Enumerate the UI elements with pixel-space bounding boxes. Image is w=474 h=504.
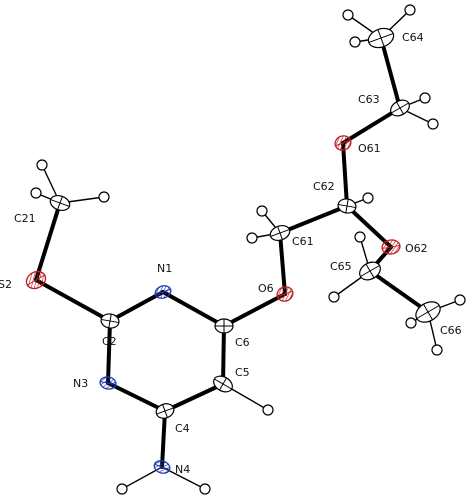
atom-c66 (415, 301, 441, 323)
label-c62: C62 (313, 180, 335, 193)
atom-c21 (49, 194, 71, 212)
label-c64: C64 (402, 31, 424, 44)
label-n1: N1 (157, 262, 172, 275)
atom-c5 (213, 375, 233, 393)
bond-c62-o62 (345, 204, 393, 249)
atom-c2 (100, 313, 120, 329)
label-s2: S2 (0, 278, 12, 291)
atom-c62 (337, 198, 357, 214)
hydrogen-atom (30, 187, 42, 199)
hydrogen-atom (362, 192, 374, 204)
hydrogen-atoms (30, 4, 466, 495)
label-c6: C6 (235, 336, 250, 349)
label-c61: C61 (292, 235, 314, 248)
bond-c4-n4 (160, 409, 167, 469)
label-o6: O6 (258, 282, 274, 295)
bond-c2-n1 (108, 290, 165, 323)
atom-c64 (367, 27, 395, 49)
atom-c65 (359, 261, 381, 281)
label-c2: C2 (102, 335, 117, 348)
atom-c61 (269, 224, 291, 242)
hydrogen-atom (98, 191, 110, 203)
hydrogen-atom (328, 291, 340, 303)
hydrogen-atom (354, 231, 366, 243)
bond-c61-c62 (278, 204, 349, 235)
label-c5: C5 (235, 366, 250, 379)
label-c21: C21 (14, 212, 36, 225)
bond-c6-o6 (222, 292, 287, 328)
label-c63: C63 (358, 93, 380, 106)
bond-c6-n1 (161, 290, 226, 328)
atom-s2 (25, 270, 47, 290)
hydrogen-atom (256, 205, 268, 217)
atom-o62 (381, 239, 401, 255)
label-o61: O61 (358, 142, 381, 155)
bond-o61-c63 (341, 106, 402, 145)
hydrogen-atom (405, 317, 417, 329)
label-n4: N4 (175, 463, 190, 476)
atom-n3 (99, 376, 117, 390)
bond-c4-c5 (163, 382, 225, 413)
atom-labels: S2 C21 N1 C2 N3 C4 N4 C5 C6 O6 C61 C62 O… (0, 31, 462, 476)
hydrogen-atom (262, 404, 274, 416)
bond-c2-n3 (106, 319, 112, 385)
hydrogen-atom (454, 294, 466, 306)
hydrogen-atom (419, 92, 431, 104)
atom-c4 (155, 403, 175, 419)
label-c4: C4 (175, 422, 190, 435)
atom-n1 (154, 285, 172, 299)
hydrogen-atom (427, 118, 439, 130)
bond-o6-c61 (278, 231, 287, 296)
bond-n3-c4 (106, 381, 167, 413)
heavy-atoms (25, 27, 441, 474)
bond-c5-c6 (221, 324, 226, 386)
bond-c65-c66 (368, 269, 430, 314)
hydrogen-atom (404, 4, 416, 16)
hydrogen-atom (431, 344, 443, 356)
label-o62: O62 (405, 242, 428, 255)
hydrogen-atom (342, 9, 354, 21)
label-n3: N3 (73, 377, 88, 390)
bonds (34, 36, 430, 469)
hydrogen-atom (199, 483, 211, 495)
atom-o6 (276, 286, 294, 302)
atom-o61 (334, 135, 352, 151)
bond-c62-o61 (341, 141, 349, 208)
hydrogen-atom (36, 159, 48, 171)
hydrogen-atom (349, 36, 361, 48)
hydrogen-atom (116, 483, 128, 495)
bond-s2-c2 (34, 278, 112, 323)
atom-c6 (214, 318, 234, 334)
atom-n4 (153, 460, 171, 474)
bond-s2-c21 (34, 201, 62, 282)
atom-c63 (390, 99, 410, 117)
label-c66: C66 (440, 324, 462, 337)
label-c65: C65 (330, 260, 352, 273)
bond-c63-c64 (379, 36, 402, 110)
hydrogen-atom (246, 232, 258, 244)
